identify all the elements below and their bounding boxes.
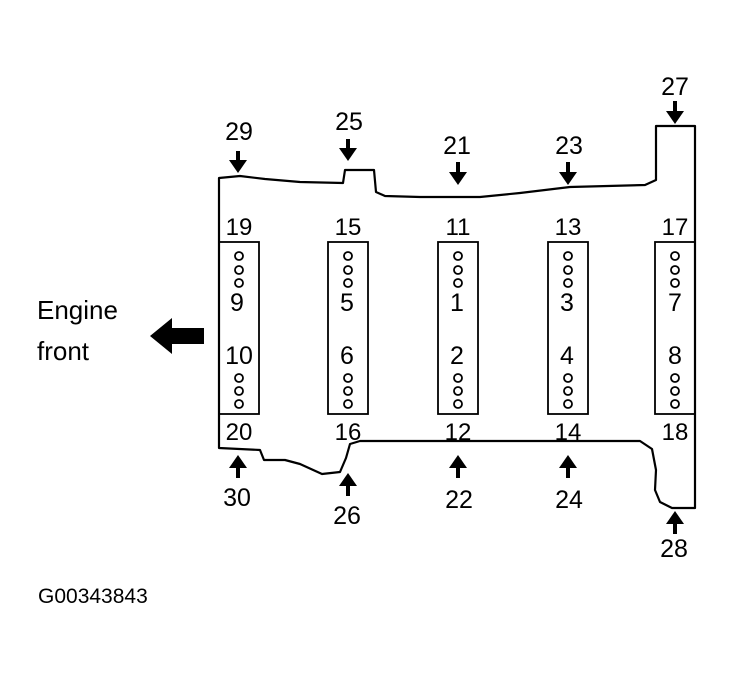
- journal-box-2: [327, 241, 369, 415]
- bottom-arrow-label-5: 28: [660, 535, 688, 563]
- journal-4: 13 3 4 14: [547, 214, 589, 446]
- bolt-lower-4: 4: [560, 342, 574, 370]
- bolt-upper-5: 7: [668, 289, 682, 317]
- engine-front-label-line2: front: [37, 336, 90, 366]
- bedplate-outline: [217, 124, 697, 510]
- arrow-down-icon: [449, 162, 467, 185]
- bolt-hole: [563, 386, 573, 396]
- bolt-hole: [234, 251, 244, 261]
- top-arrow-label-4: 23: [555, 132, 583, 160]
- journal-box-4: [547, 241, 589, 415]
- bolt-lower-5: 8: [668, 342, 682, 370]
- bottom-arrow-label-4: 24: [555, 486, 583, 514]
- bolt-bottom-1: 20: [226, 419, 253, 446]
- bolt-hole: [234, 265, 244, 275]
- journal-2: 15 5 6 16: [327, 214, 369, 446]
- figure-code: G00343843: [38, 585, 148, 608]
- bolt-lower-3: 2: [450, 342, 464, 370]
- bolt-bottom-4: 14: [555, 419, 582, 446]
- bolt-hole: [670, 278, 680, 288]
- bottom-arrow-label-3: 22: [445, 486, 473, 514]
- arrow-down-icon: [229, 151, 247, 173]
- bolt-hole: [670, 265, 680, 275]
- bolt-top-3: 11: [446, 214, 471, 241]
- bolt-hole: [234, 399, 244, 409]
- bolt-hole: [343, 399, 353, 409]
- top-arrows: 29 25 21 23 27: [225, 73, 689, 185]
- arrow-up-icon: [666, 511, 684, 534]
- bolt-hole: [453, 278, 463, 288]
- journal-box-5: [654, 241, 696, 415]
- journal-5: 17 7 8 18: [654, 214, 696, 446]
- bolt-hole: [670, 373, 680, 383]
- bolt-top-4: 13: [555, 214, 582, 241]
- bolt-upper-2: 5: [340, 289, 354, 317]
- bolt-hole: [453, 386, 463, 396]
- journal-box-1: [218, 241, 260, 415]
- bolt-holes: [234, 251, 680, 409]
- bolt-hole: [563, 373, 573, 383]
- top-arrow-label-2: 25: [335, 108, 363, 136]
- bolt-hole: [670, 251, 680, 261]
- top-arrow-label-1: 29: [225, 118, 253, 146]
- bolt-top-2: 15: [335, 214, 362, 241]
- arrow-down-icon: [339, 139, 357, 161]
- bolt-hole: [563, 399, 573, 409]
- bolt-hole: [343, 386, 353, 396]
- bolt-hole: [563, 265, 573, 275]
- bolt-lower-2: 6: [340, 342, 354, 370]
- bolt-hole: [670, 386, 680, 396]
- journal-box-3: [437, 241, 479, 415]
- bolt-bottom-3: 12: [445, 419, 472, 446]
- arrow-down-icon: [666, 101, 684, 124]
- bolt-top-1: 19: [226, 214, 253, 241]
- journal-3: 11 1 2 12: [437, 214, 479, 446]
- arrow-left-icon: [150, 318, 204, 354]
- bolt-hole: [343, 265, 353, 275]
- bolt-bottom-2: 16: [335, 419, 362, 446]
- bolt-hole: [343, 373, 353, 383]
- arrow-up-icon: [229, 455, 247, 478]
- bolt-hole: [563, 278, 573, 288]
- top-arrow-label-3: 21: [443, 132, 471, 160]
- bottom-arrow-label-2: 26: [333, 502, 361, 530]
- arrow-up-icon: [339, 473, 357, 496]
- bolt-hole: [343, 251, 353, 261]
- bolt-hole: [453, 251, 463, 261]
- bolt-bottom-5: 18: [662, 419, 689, 446]
- journal-1: 19 9 10 20: [218, 214, 260, 446]
- bolt-hole: [234, 278, 244, 288]
- bolt-hole: [234, 373, 244, 383]
- bolt-hole: [453, 265, 463, 275]
- bolt-upper-4: 3: [560, 289, 574, 317]
- bolt-upper-1: 9: [230, 289, 244, 317]
- arrow-up-icon: [559, 455, 577, 478]
- arrow-up-icon: [449, 455, 467, 478]
- bolt-hole: [453, 399, 463, 409]
- bolt-top-5: 17: [662, 214, 689, 241]
- bolt-hole: [453, 373, 463, 383]
- bolt-hole: [670, 399, 680, 409]
- bottom-arrow-label-1: 30: [223, 484, 251, 512]
- bolt-hole: [234, 386, 244, 396]
- engine-front-label-line1: Engine: [37, 295, 118, 325]
- bolt-lower-1: 10: [225, 342, 253, 370]
- top-arrow-label-5: 27: [661, 73, 689, 101]
- bolt-hole: [343, 278, 353, 288]
- arrow-down-icon: [559, 162, 577, 185]
- bottom-arrows: 30 26 22 24 28: [223, 455, 688, 563]
- bolt-upper-3: 1: [450, 289, 464, 317]
- bolt-hole: [563, 251, 573, 261]
